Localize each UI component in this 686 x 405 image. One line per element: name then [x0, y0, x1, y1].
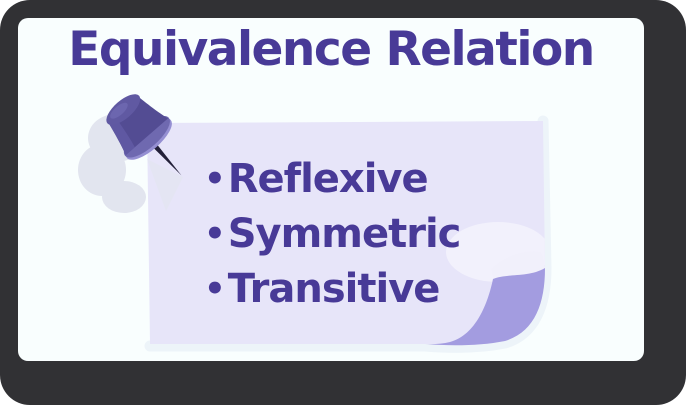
bullet-list: • Reflexive • Symmetric • Transitive [204, 151, 462, 316]
pin-body-highlight [108, 117, 135, 156]
list-item: • Reflexive [204, 151, 460, 206]
curl-roll-band [491, 251, 545, 279]
list-item-label: Transitive [227, 265, 441, 312]
list-item: • Transitive [204, 261, 460, 316]
bullet-dot: • [204, 268, 226, 309]
page-title: Equivalence Relation [68, 22, 595, 77]
list-item: • Symmetric [204, 206, 462, 261]
pushpin-icon [106, 94, 182, 176]
pin-cap-sheen [110, 102, 128, 119]
note-halo [144, 115, 552, 353]
list-item-label: Reflexive [227, 155, 429, 202]
list-item-label: Symmetric [227, 210, 462, 257]
sticky-note [147, 121, 545, 346]
bullet-dot: • [204, 158, 226, 199]
note-curl [425, 268, 545, 346]
pin-shadow-beam [147, 159, 183, 211]
bullet-dot: • [204, 213, 226, 254]
